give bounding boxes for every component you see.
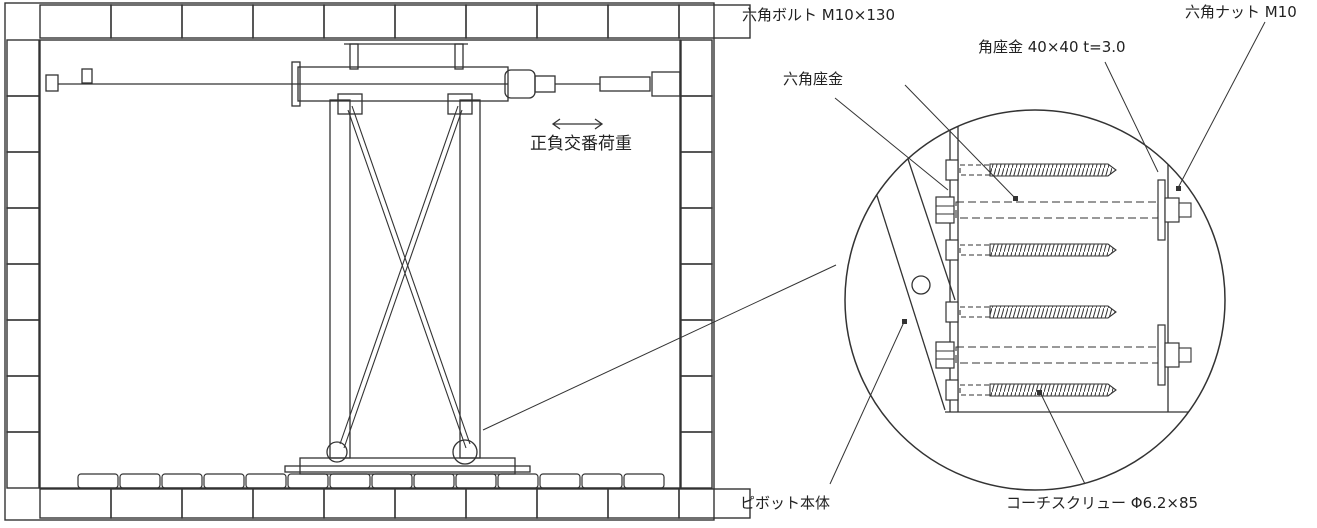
frame-block	[465, 4, 538, 39]
callout-leaders	[829, 21, 1266, 485]
frame-block	[323, 488, 396, 519]
base-block	[623, 473, 665, 489]
pivot-column	[45, 43, 681, 475]
frame-block	[110, 4, 183, 39]
frame-block	[607, 488, 680, 519]
callout-hex-bolt: 六角ボルト M10×130	[742, 6, 895, 24]
coach-screw-shape	[945, 379, 1117, 401]
frame-block	[252, 4, 325, 39]
frame-block	[39, 4, 112, 39]
hex-bolt-shape	[935, 179, 1192, 241]
frame-block	[323, 4, 396, 39]
frame-block	[465, 488, 538, 519]
load-direction-arrow	[551, 118, 604, 130]
frame-block	[680, 151, 713, 209]
callout-pivot-body: ピボット本体	[740, 494, 831, 512]
frame-block	[680, 263, 713, 321]
frame-block	[6, 375, 40, 433]
frame-block	[678, 4, 751, 39]
callout-hex-nut: 六角ナット M10	[1185, 3, 1297, 21]
frame-block	[6, 151, 40, 209]
frame-block	[252, 488, 325, 519]
base-block	[455, 473, 497, 489]
base-block	[413, 473, 455, 489]
detail-leader	[482, 264, 837, 431]
base-block	[245, 473, 287, 489]
base-block	[329, 473, 371, 489]
frame-block	[536, 4, 609, 39]
frame-block	[680, 95, 713, 153]
frame-block	[6, 431, 40, 489]
base-block	[161, 473, 203, 489]
coach-screw-shape	[945, 301, 1117, 323]
frame-block	[181, 4, 254, 39]
base-block	[203, 473, 245, 489]
frame-block	[607, 4, 680, 39]
base-block	[581, 473, 623, 489]
frame-block	[6, 95, 40, 153]
frame-block	[680, 431, 713, 489]
callout-hex-washer: 六角座金	[783, 70, 844, 88]
base-block	[371, 473, 413, 489]
frame-block	[181, 488, 254, 519]
test-frame	[4, 2, 751, 521]
base-block	[77, 473, 119, 489]
base-block	[539, 473, 581, 489]
callout-square-washer: 角座金 40×40 t=3.0	[978, 38, 1126, 56]
base-plate-row	[77, 473, 665, 489]
callout-dots	[902, 186, 1181, 395]
frame-block	[6, 39, 40, 97]
coach-screw-shape	[945, 159, 1117, 181]
frame-block	[39, 488, 112, 519]
callout-coach-screw: コーチスクリュー Φ6.2×85	[1006, 494, 1199, 512]
frame-block	[680, 319, 713, 377]
frame-block	[110, 488, 183, 519]
frame-block	[680, 375, 713, 433]
frame-block	[680, 39, 713, 97]
pivot-detail-view	[844, 109, 1226, 491]
frame-block	[680, 207, 713, 265]
frame-block	[6, 263, 40, 321]
load-label: 正負交番荷重	[530, 134, 632, 154]
frame-block	[678, 488, 751, 519]
base-block	[119, 473, 161, 489]
base-block	[497, 473, 539, 489]
frame-block	[6, 207, 40, 265]
frame-block	[6, 319, 40, 377]
frame-block	[394, 488, 467, 519]
base-block	[287, 473, 329, 489]
coach-screw-shape	[945, 239, 1117, 261]
frame-block	[394, 4, 467, 39]
hex-bolt-shape	[935, 324, 1192, 386]
frame-block	[536, 488, 609, 519]
